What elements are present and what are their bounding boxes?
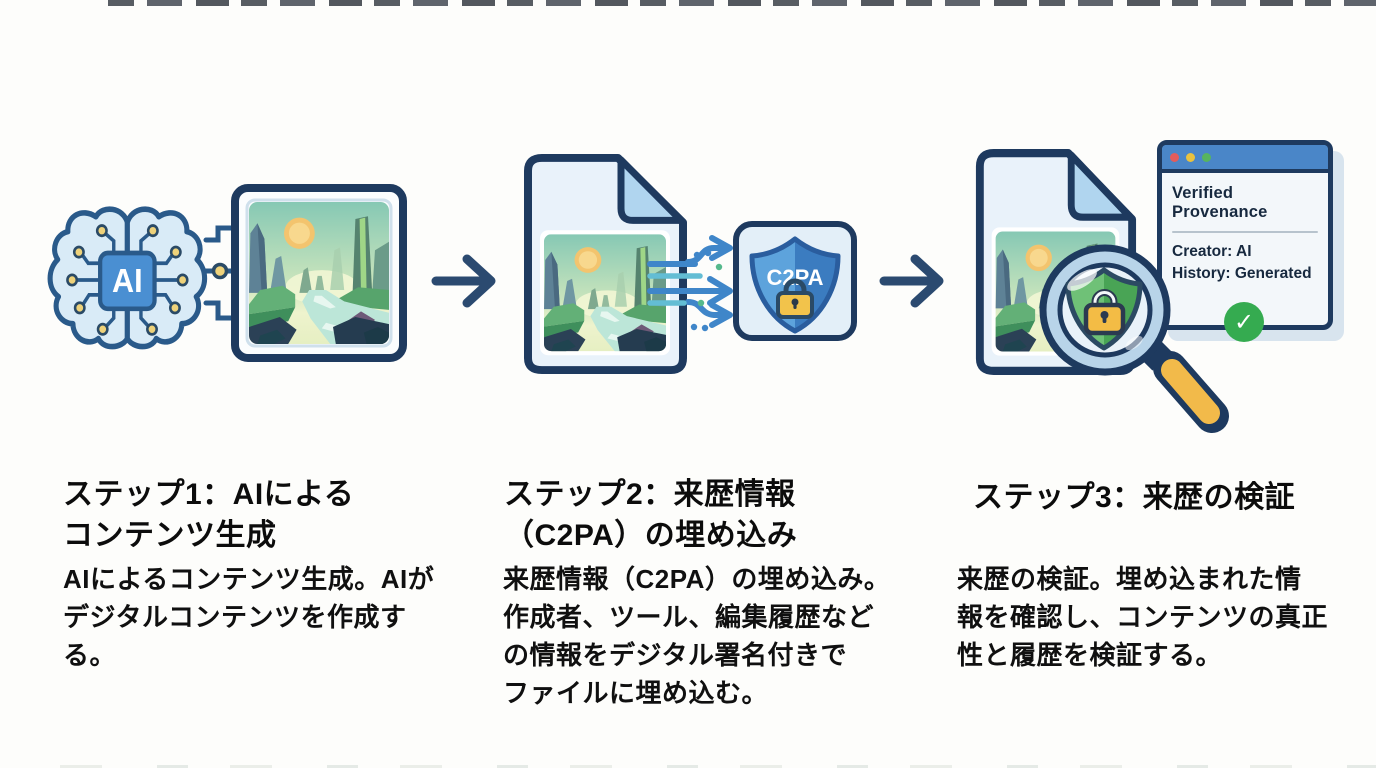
window-divider	[1172, 231, 1318, 233]
arrow-step2-to-step3-icon	[879, 254, 944, 308]
window-minimize-dot-icon	[1186, 152, 1195, 162]
step-1-description: AIによるコンテンツ生成。AIが デジタルコンテンツを作成す る。	[63, 564, 435, 670]
cropped-bottom-edge-artifact	[60, 765, 1376, 768]
c2pa-shield-label: C2PA	[766, 265, 823, 290]
padlock-icon	[1083, 289, 1126, 336]
magnifier-handle-icon	[1153, 351, 1229, 433]
step-2-description: 来歴情報（C2PA）の埋め込み。 作成者、ツール、編集履歴など の情報をデジタル…	[503, 564, 891, 708]
history-line: History: Generated	[1172, 265, 1312, 282]
ai-chip-label: AI	[112, 262, 143, 300]
creator-line: Creator: AI	[1172, 243, 1252, 260]
verified-shield-icon	[1065, 267, 1143, 351]
step-3-description: 来歴の検証。埋め込まれた情 報を確認し、コンテンツの真正 性と履歴を検証する。	[957, 564, 1329, 670]
c2pa-shield-icon: C2PA	[733, 221, 857, 341]
cropped-top-edge-artifact	[108, 0, 1376, 6]
check-badge-icon: ✓	[1224, 302, 1264, 342]
step-3-title: ステップ3：来歴の検証	[973, 481, 1296, 514]
circuit-node	[211, 262, 229, 280]
ai-chip-icon	[98, 250, 157, 312]
window-title: Verified Provenance	[1172, 184, 1268, 221]
verification-popup-window: Verified Provenance Creator: AI History:…	[1157, 140, 1333, 342]
window-close-dot-icon	[1170, 152, 1179, 162]
step-1-title: ステップ1：AIによる コンテンツ生成	[63, 478, 355, 552]
padlock-icon	[776, 278, 814, 319]
generated-image-icon	[231, 184, 407, 362]
arrow-step1-to-step2-icon	[431, 254, 496, 308]
image-file-icon	[528, 158, 683, 370]
c2pa-embed-arrows-icon	[647, 235, 733, 332]
circuit-connector	[201, 225, 240, 321]
verified-file-icon	[980, 153, 1132, 371]
step-2-title: ステップ2：来歴情報 （C2PA）の埋め込み	[504, 478, 798, 552]
window-titlebar	[1162, 145, 1328, 173]
window-maximize-dot-icon	[1202, 152, 1211, 162]
ai-brain-icon: AI	[47, 206, 208, 350]
